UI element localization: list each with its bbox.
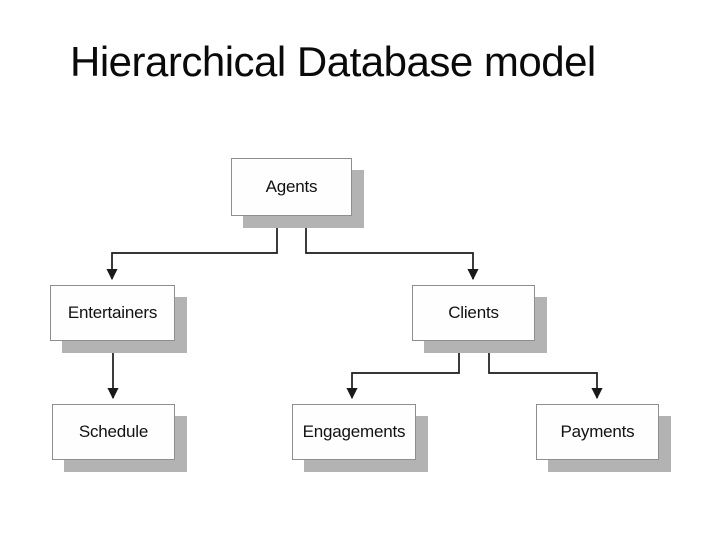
- node-clients[interactable]: Clients: [412, 285, 535, 341]
- node-label-clients: Clients: [448, 303, 499, 322]
- node-schedule[interactable]: Schedule: [52, 404, 175, 460]
- node-agents[interactable]: Agents: [231, 158, 352, 216]
- node-label-agents: Agents: [265, 177, 318, 196]
- node-label-schedule: Schedule: [78, 422, 149, 441]
- node-engagements[interactable]: Engagements: [292, 404, 416, 460]
- node-label-entertainers: Entertainers: [67, 303, 158, 322]
- node-label-engagements: Engagements: [302, 422, 406, 441]
- node-entertainers[interactable]: Entertainers: [50, 285, 175, 341]
- node-payments[interactable]: Payments: [536, 404, 659, 460]
- page-title: Hierarchical Database model: [70, 38, 596, 85]
- node-label-payments: Payments: [560, 422, 635, 441]
